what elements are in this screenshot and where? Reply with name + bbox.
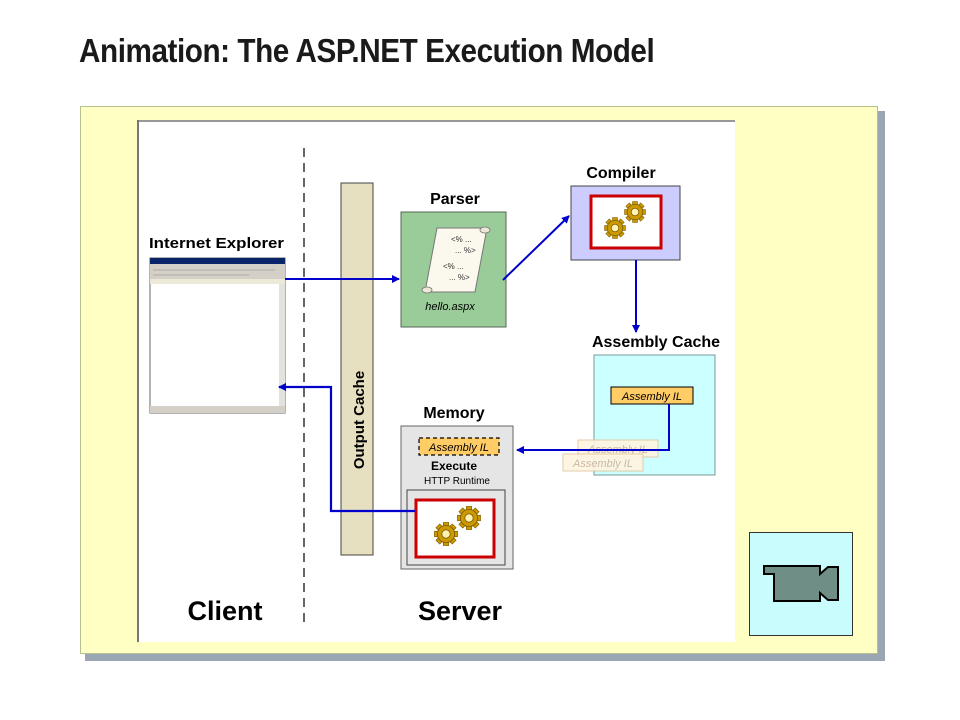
play-animation-button[interactable] xyxy=(749,532,853,636)
parser-file-name: hello.aspx xyxy=(425,301,475,313)
ghost-tag-2-label: Assembly IL xyxy=(572,458,633,470)
slide-title: Animation: The ASP.NET Execution Model xyxy=(79,32,655,69)
scroll-icon: <% ... ... %> <% ... ... %> xyxy=(421,226,491,294)
code-line-2: ... %> xyxy=(455,246,476,255)
ghost-tag-2 xyxy=(562,453,644,472)
video-camera-icon xyxy=(763,565,839,602)
execute-label: Execute xyxy=(431,459,477,473)
assembly-cache-tag xyxy=(610,386,694,405)
assembly-cache-item: Assembly IL xyxy=(621,391,682,403)
parser-title: Parser xyxy=(430,191,480,208)
compiler-title: Compiler xyxy=(586,165,655,182)
server-label: Server xyxy=(418,596,503,626)
http-runtime-label: HTTP Runtime xyxy=(424,476,490,487)
execution-model-diagram: Internet Explorer Output Cache Parser <%… xyxy=(137,120,735,642)
code-line-4: ... %> xyxy=(449,273,470,282)
client-label: Client xyxy=(187,596,262,626)
arrow-runtime-to-browser xyxy=(278,383,415,513)
gears-icon xyxy=(589,194,663,250)
arrow-parser-to-compiler xyxy=(502,215,570,281)
memory-assembly-tag xyxy=(418,437,500,456)
memory-assembly-label: Assembly IL xyxy=(428,442,489,454)
browser-window-icon xyxy=(149,257,286,414)
output-cache-label: Output Cache xyxy=(351,371,368,469)
memory-title: Memory xyxy=(423,405,484,422)
assembly-cache-title: Assembly Cache xyxy=(592,334,720,351)
output-cache-bar xyxy=(340,182,374,556)
arrow-cache-to-memory xyxy=(516,404,670,454)
gears-icon xyxy=(414,498,496,559)
code-line-3: <% ... xyxy=(443,262,464,271)
code-line-1: <% ... xyxy=(451,235,472,244)
browser-label: Internet Explorer xyxy=(149,235,284,252)
